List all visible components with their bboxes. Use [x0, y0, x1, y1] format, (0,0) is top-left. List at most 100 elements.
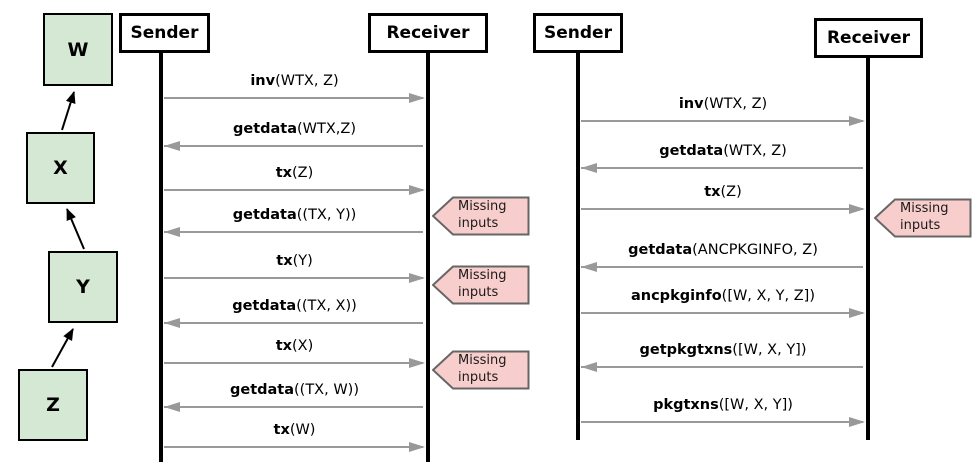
message-name: tx — [704, 184, 721, 200]
message-name: ancpkginfo — [630, 288, 722, 304]
missing-inputs-callout: Missing inputs — [432, 350, 530, 390]
arrowhead-left-icon — [581, 262, 597, 272]
message-name: inv — [250, 73, 276, 89]
tx-node: X — [26, 132, 95, 204]
message-arrow-line — [581, 167, 863, 169]
message-arrow-line — [164, 231, 423, 233]
receiver-lifeline — [426, 51, 430, 462]
message-name: getdata — [628, 242, 693, 258]
message-arrow-line — [164, 406, 423, 408]
message-args: (ANCPKGINFO, Z) — [692, 242, 818, 258]
dependency-arrow — [51, 328, 74, 368]
receiver-box: Receiver — [368, 13, 488, 53]
missing-inputs-callout: Missing inputs — [874, 198, 972, 238]
message-name: getdata — [229, 382, 295, 398]
message-arrow-line — [164, 145, 423, 147]
sender-lifeline — [159, 51, 163, 462]
message-args: (WTX, Z) — [723, 143, 787, 159]
message-label: getdata(WTX,Z) — [163, 118, 426, 140]
receiver-lifeline — [866, 56, 870, 440]
arrowhead-left-icon — [581, 362, 597, 372]
message-args: ((TX, Y)) — [296, 207, 357, 223]
message-name: inv — [678, 96, 704, 112]
arrowhead-right-icon — [409, 442, 425, 452]
message-label: ancpkginfo([W, X, Y, Z]) — [580, 285, 866, 307]
message-name: tx — [275, 338, 293, 354]
message-label: getpkgtxns([W, X, Y]) — [580, 339, 866, 361]
message-arrow-line — [581, 312, 863, 314]
arrowhead-right-icon — [849, 308, 865, 318]
dependency-arrow — [61, 91, 76, 131]
message-arrow-line — [581, 366, 863, 368]
message-name: getdata — [232, 207, 297, 223]
message-label: getdata((TX, Y)) — [163, 204, 426, 226]
message-args: (W) — [289, 422, 316, 438]
message-label: getdata((TX, X)) — [163, 295, 426, 317]
message-name: tx — [275, 165, 293, 181]
callout-text: Missing inputs — [458, 353, 507, 385]
arrowhead-right-icon — [849, 204, 865, 214]
missing-inputs-callout: Missing inputs — [432, 265, 530, 305]
message-label: tx(Z) — [580, 181, 866, 203]
message-arrow-line — [581, 120, 863, 122]
message-label: tx(X) — [163, 335, 426, 357]
message-arrow-line — [164, 97, 423, 99]
message-name: tx — [273, 422, 290, 438]
missing-inputs-callout: Missing inputs — [432, 196, 530, 236]
message-label: tx(W) — [163, 419, 426, 441]
callout-text: Missing inputs — [458, 268, 507, 300]
message-arrow-line — [581, 421, 863, 423]
message-label: inv(WTX, Z) — [163, 70, 426, 92]
arrowhead-right-icon — [409, 185, 425, 195]
message-name: getdata — [232, 298, 297, 314]
message-args: ([W, X, Y, Z]) — [721, 288, 815, 304]
message-arrow-line — [164, 277, 423, 279]
message-args: ([W, X, Y]) — [718, 397, 793, 413]
sender-lifeline — [576, 51, 580, 440]
arrowhead-right-icon — [849, 116, 865, 126]
message-arrow-line — [164, 322, 423, 324]
message-label: pkgtxns([W, X, Y]) — [580, 394, 866, 416]
callout-pointer-shape — [874, 198, 972, 238]
tx-node: Z — [18, 369, 88, 441]
callout-pointer-shape — [432, 265, 530, 305]
message-name: pkgtxns — [653, 397, 719, 413]
message-args: (Z) — [292, 165, 314, 181]
arrowhead-right-icon — [849, 417, 865, 427]
message-args: ((TX, W)) — [294, 382, 359, 398]
message-label: tx(Y) — [163, 250, 426, 272]
message-args: (Y) — [292, 253, 313, 269]
arrowhead-left-icon — [164, 227, 180, 237]
receiver-box: Receiver — [814, 18, 923, 58]
message-args: ((TX, X)) — [296, 298, 357, 314]
tx-node: W — [43, 13, 113, 86]
message-label: getdata((TX, W)) — [163, 379, 426, 401]
message-arrow-line — [581, 208, 863, 210]
message-name: getpkgtxns — [639, 342, 733, 358]
sender-box: Sender — [533, 13, 623, 53]
arrowhead-left-icon — [164, 141, 180, 151]
arrowhead-left-icon — [164, 402, 180, 412]
arrowhead-left-icon — [581, 163, 597, 173]
message-args: (X) — [292, 338, 314, 354]
message-label: tx(Z) — [163, 162, 426, 184]
dependency-arrow — [66, 208, 85, 250]
message-arrow-line — [581, 266, 863, 268]
message-name: getdata — [232, 121, 298, 137]
message-arrow-line — [164, 189, 423, 191]
message-label: inv(WTX, Z) — [580, 93, 866, 115]
message-args: (Z) — [720, 184, 742, 200]
message-label: getdata(ANCPKGINFO, Z) — [580, 239, 866, 261]
message-label: getdata(WTX, Z) — [580, 140, 866, 162]
callout-text: Missing inputs — [900, 201, 949, 233]
callout-text: Missing inputs — [458, 199, 507, 231]
message-args: (WTX,Z) — [297, 121, 356, 137]
tx-node: Y — [48, 251, 118, 323]
message-name: getdata — [659, 143, 724, 159]
arrowhead-right-icon — [409, 93, 425, 103]
callout-pointer-shape — [432, 350, 530, 390]
message-arrow-line — [164, 362, 423, 364]
message-name: tx — [276, 253, 293, 269]
message-args: (WTX, Z) — [703, 96, 768, 112]
